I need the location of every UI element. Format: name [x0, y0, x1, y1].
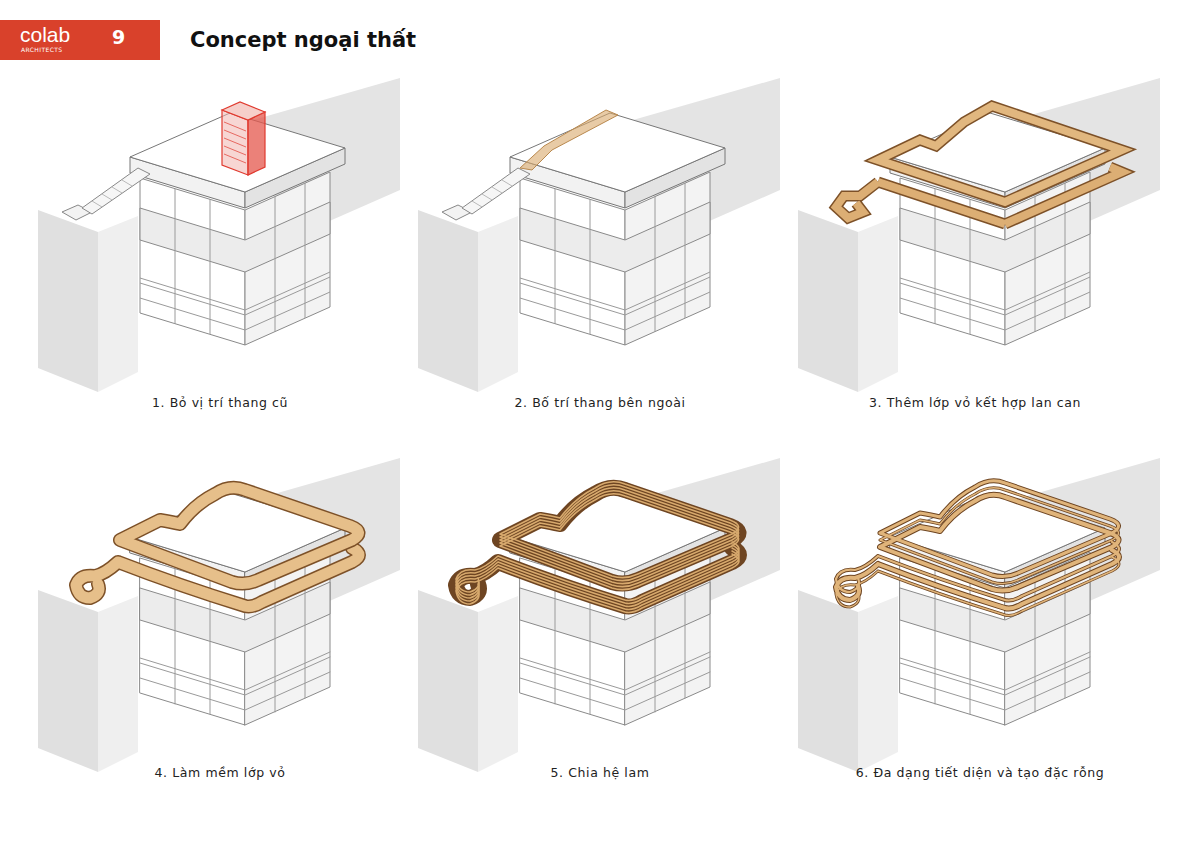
step-caption: 1. Bỏ vị trí thang cũ: [152, 395, 288, 410]
step-caption: 6. Đa dạng tiết diện và tạo đặc rỗng: [856, 765, 1104, 780]
logo-subtext: ARCHITECTS: [21, 47, 63, 54]
page-number: 9: [112, 27, 125, 48]
step-caption: 3. Thêm lớp vỏ kết hợp lan can: [869, 395, 1081, 410]
step-caption: 2. Bố trí thang bên ngoài: [514, 395, 685, 410]
logo-text: colab: [20, 23, 70, 46]
page-title: Concept ngoại thất: [190, 28, 416, 52]
header-bar: colabARCHITECTS 9: [0, 20, 160, 60]
step-caption: 4. Làm mềm lớp vỏ: [155, 765, 286, 780]
step-caption: 5. Chia hệ lam: [551, 765, 650, 780]
